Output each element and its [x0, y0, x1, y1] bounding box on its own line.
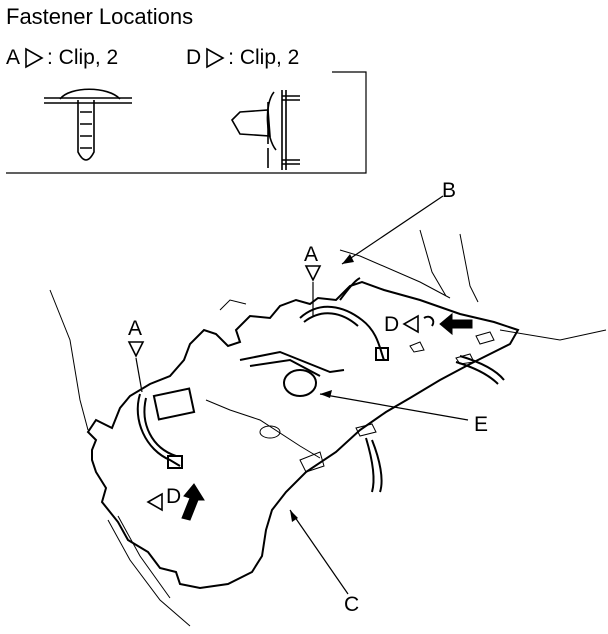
- direction-arrows: [181, 312, 473, 521]
- clip-triangles: [127, 265, 419, 512]
- clip-d-triangle-left: [146, 492, 163, 512]
- legend-item-d: D : Clip, 2: [186, 46, 299, 70]
- clip-d-drawing: [231, 90, 300, 170]
- diagram-title: Fastener Locations: [6, 4, 194, 29]
- leader-arrowheads: [290, 254, 354, 522]
- callout-d-left: D: [166, 485, 182, 508]
- callout-a-left: A: [128, 317, 143, 340]
- callout-c: C: [344, 593, 360, 616]
- legend-text-d: : Clip, 2: [228, 46, 300, 69]
- clip-a-triangle-left: [127, 341, 145, 358]
- clip-triangle-icon: [25, 47, 44, 69]
- wire-harness: [136, 277, 505, 493]
- clip-d-triangle-right: [402, 314, 419, 334]
- legend-text-a: : Clip, 2: [47, 46, 119, 69]
- clip-a-triangle-top: [304, 265, 322, 282]
- floor-outline: [86, 280, 520, 590]
- legend-letter-a: A: [6, 46, 21, 69]
- legend-letter-d: D: [186, 46, 202, 69]
- callout-e: E: [474, 413, 489, 436]
- callout-d-right: D: [384, 313, 400, 336]
- callout-a-top: A: [304, 243, 319, 266]
- clip-a-drawing: [44, 88, 132, 161]
- clip-triangle-icon: [206, 47, 225, 69]
- leader-lines: [135, 195, 469, 595]
- legend-box-outline: [6, 71, 367, 174]
- callout-b: B: [442, 179, 457, 202]
- floor-details: [49, 229, 607, 627]
- arrow-left-icon: [439, 312, 473, 336]
- legend-item-a: A : Clip, 2: [6, 46, 118, 70]
- arrow-up-icon: [181, 483, 205, 521]
